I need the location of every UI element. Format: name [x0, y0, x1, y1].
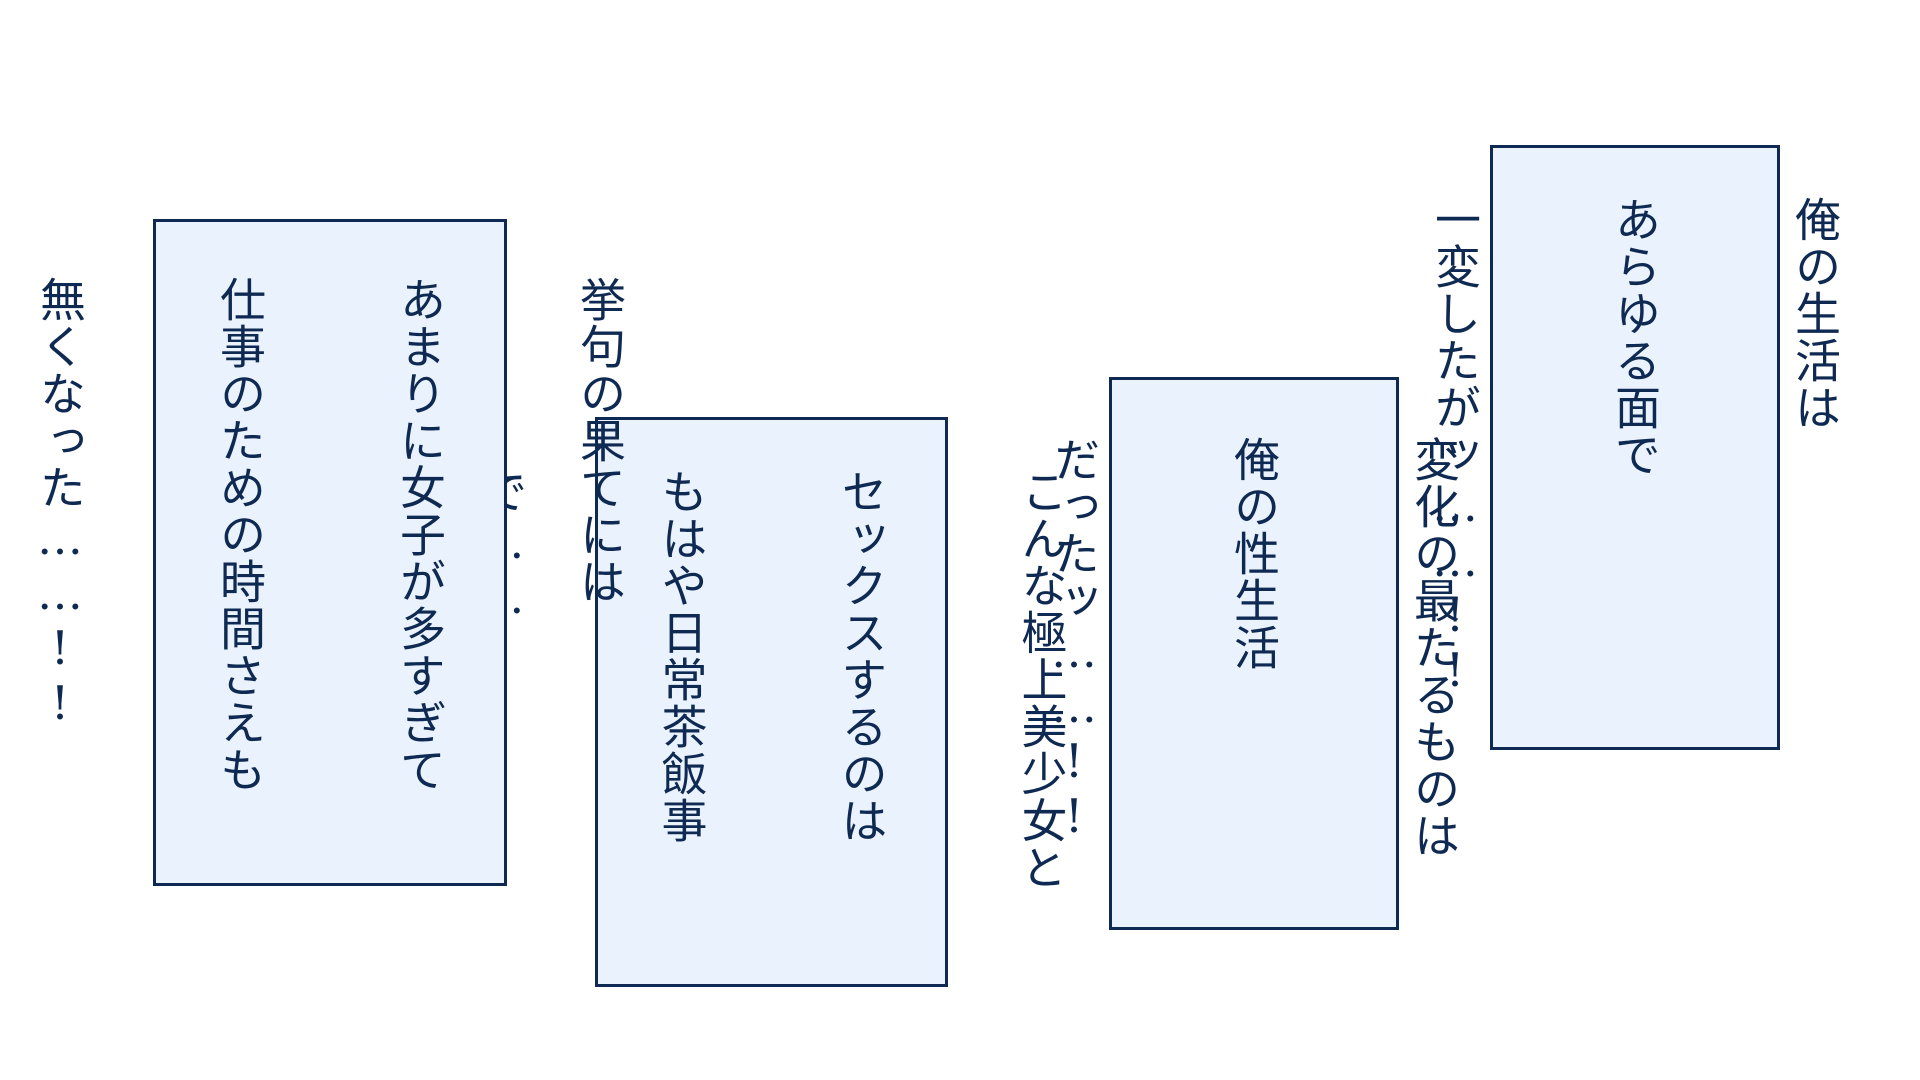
narration-line: 挙句の果てには — [573, 276, 627, 605]
narration-box-3: こんな極上美少女と セックスするのは もはや日常茶飯事 で……!! — [475, 417, 1069, 987]
narration-line: セックスするのは — [834, 468, 889, 844]
narration-line: もはや日常茶飯事 — [654, 468, 709, 844]
narration-text-2: 変化の最たるものは 俺の性生活 だったッ……!! — [924, 436, 1584, 859]
narration-line: 一変したがッ……!! — [1428, 196, 1482, 698]
narration-box-1: 俺の生活は あらゆる面で 一変したがッ……!! — [1428, 145, 1842, 750]
narration-text-1: 俺の生活は あらゆる面で 一変したがッ……!! — [1305, 196, 1920, 698]
narration-box-2: 変化の最たるものは 俺の性生活 だったッ……!! — [1047, 377, 1461, 930]
narration-line: 俺の生活は — [1788, 196, 1842, 431]
narration-line: 仕事のための時間さえも — [213, 276, 267, 793]
narration-line: 俺の性生活 — [1227, 436, 1281, 671]
narration-line: あらゆる面で — [1608, 196, 1662, 478]
narration-line: 変化の最たるものは — [1407, 436, 1461, 859]
narration-line: あまりに女子が多すぎて — [393, 276, 447, 793]
narration-text-4: 挙句の果てには あまりに女子が多すぎて 仕事のための時間さえも 無くなった……!… — [0, 276, 750, 793]
narration-box-4: 挙句の果てには あまりに女子が多すぎて 仕事のための時間さえも 無くなった……!… — [33, 219, 627, 886]
narration-line: こんな極上美少女と — [1014, 468, 1069, 891]
narration-line: だったッ……!! — [1047, 436, 1101, 844]
narration-line: 無くなった……!! — [33, 276, 87, 731]
